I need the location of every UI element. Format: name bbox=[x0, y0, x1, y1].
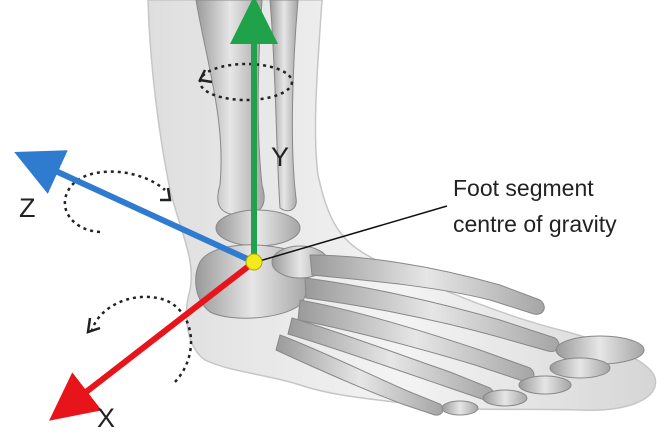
y-axis-label: Y bbox=[271, 144, 289, 171]
annotation-line-2: centre of gravity bbox=[453, 206, 617, 242]
centre-of-gravity-marker bbox=[246, 254, 262, 270]
x-axis-label: X bbox=[97, 405, 115, 432]
annotation-line-1: Foot segment bbox=[453, 170, 617, 206]
x-rotation-arrow bbox=[92, 297, 191, 382]
z-axis-label: Z bbox=[19, 195, 36, 222]
centre-of-gravity-annotation: Foot segment centre of gravity bbox=[453, 170, 617, 242]
